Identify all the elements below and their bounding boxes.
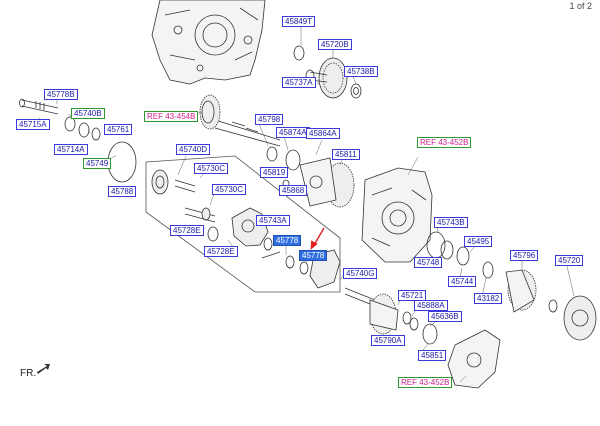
seal-45740B — [64, 116, 76, 132]
part-label-45864A[interactable]: 45864A — [306, 128, 340, 139]
output-shaft-45740G — [344, 287, 399, 335]
housing-cover — [447, 329, 501, 389]
part-label-45749[interactable]: 45749 — [83, 158, 112, 169]
part-label-45851[interactable]: 45851 — [418, 350, 447, 361]
part-label-45796[interactable]: 45796 — [510, 250, 539, 261]
differential-gear-45811 — [299, 157, 355, 208]
shaft-45778B — [19, 98, 59, 115]
part-label-45778B[interactable]: 45778B — [44, 89, 78, 100]
front-label: FR. — [20, 368, 37, 379]
reference-link-43-452B-bottom[interactable]: REF 43-452B — [398, 377, 453, 388]
part-label-45790A[interactable]: 45790A — [371, 335, 405, 346]
transaxle-case-upper — [151, 0, 266, 85]
ring-45744 — [456, 246, 470, 266]
part-label-45849T[interactable]: 45849T — [282, 16, 316, 27]
input-shaft — [199, 94, 281, 147]
seal-45851 — [422, 323, 438, 345]
part-label-45728E-b[interactable]: 45728E — [204, 246, 238, 257]
part-label-45737A[interactable]: 45737A — [282, 77, 316, 88]
part-label-45721[interactable]: 45721 — [398, 290, 427, 301]
part-label-45743A[interactable]: 45743A — [256, 215, 290, 226]
transaxle-case-lower — [361, 167, 433, 263]
part-label-45720[interactable]: 45720 — [555, 255, 584, 266]
snap-ring-45788 — [107, 141, 137, 183]
part-label-45868[interactable]: 45868 — [279, 185, 308, 196]
part-label-45720B[interactable]: 45720B — [318, 39, 352, 50]
part-label-45730C[interactable]: 45730C — [212, 184, 247, 195]
part-label-45636B[interactable]: 45636B — [428, 311, 462, 322]
part-label-45819[interactable]: 45819 — [260, 167, 289, 178]
bearing-45738B — [350, 83, 362, 99]
bearing-45864A — [285, 149, 301, 171]
part-label-45778-b[interactable]: 45778 — [299, 250, 328, 261]
page-indicator: 1 of 2 — [569, 1, 592, 11]
part-label-45743B[interactable]: 45743B — [434, 217, 468, 228]
part-label-45495[interactable]: 45495 — [464, 236, 493, 247]
assembly-outline — [145, 155, 341, 293]
ring-45849T — [293, 45, 305, 61]
part-label-43182[interactable]: 43182 — [474, 293, 503, 304]
part-label-45715A[interactable]: 45715A — [16, 119, 50, 130]
part-label-45874A[interactable]: 45874A — [276, 127, 310, 138]
gear-45796 — [505, 269, 537, 313]
part-label-45761[interactable]: 45761 — [104, 124, 133, 135]
part-label-45740G[interactable]: 45740G — [343, 268, 378, 279]
part-label-45888A[interactable]: 45888A — [414, 300, 448, 311]
part-label-45778-a[interactable]: 45778 — [273, 235, 302, 246]
reference-link-43-454B[interactable]: REF 43-454B — [144, 111, 199, 122]
red-indicator-arrow — [313, 227, 325, 246]
part-label-45738B[interactable]: 45738B — [344, 66, 378, 77]
part-label-45748[interactable]: 45748 — [414, 257, 443, 268]
part-label-45740B[interactable]: 45740B — [71, 108, 105, 119]
part-label-45730C-top[interactable]: 45730C — [194, 163, 229, 174]
part-label-45714A[interactable]: 45714A — [54, 144, 88, 155]
part-label-45788[interactable]: 45788 — [108, 186, 137, 197]
part-label-45728E-a[interactable]: 45728E — [170, 225, 204, 236]
differential-case-45720 — [563, 295, 597, 341]
part-label-45811[interactable]: 45811 — [332, 149, 360, 160]
part-label-45798[interactable]: 45798 — [255, 114, 284, 125]
part-label-45740D[interactable]: 45740D — [176, 144, 211, 155]
part-label-45744[interactable]: 45744 — [448, 276, 477, 287]
front-direction-arrow — [37, 364, 50, 374]
reference-link-43-452B-top[interactable]: REF 43-452B — [417, 137, 472, 148]
